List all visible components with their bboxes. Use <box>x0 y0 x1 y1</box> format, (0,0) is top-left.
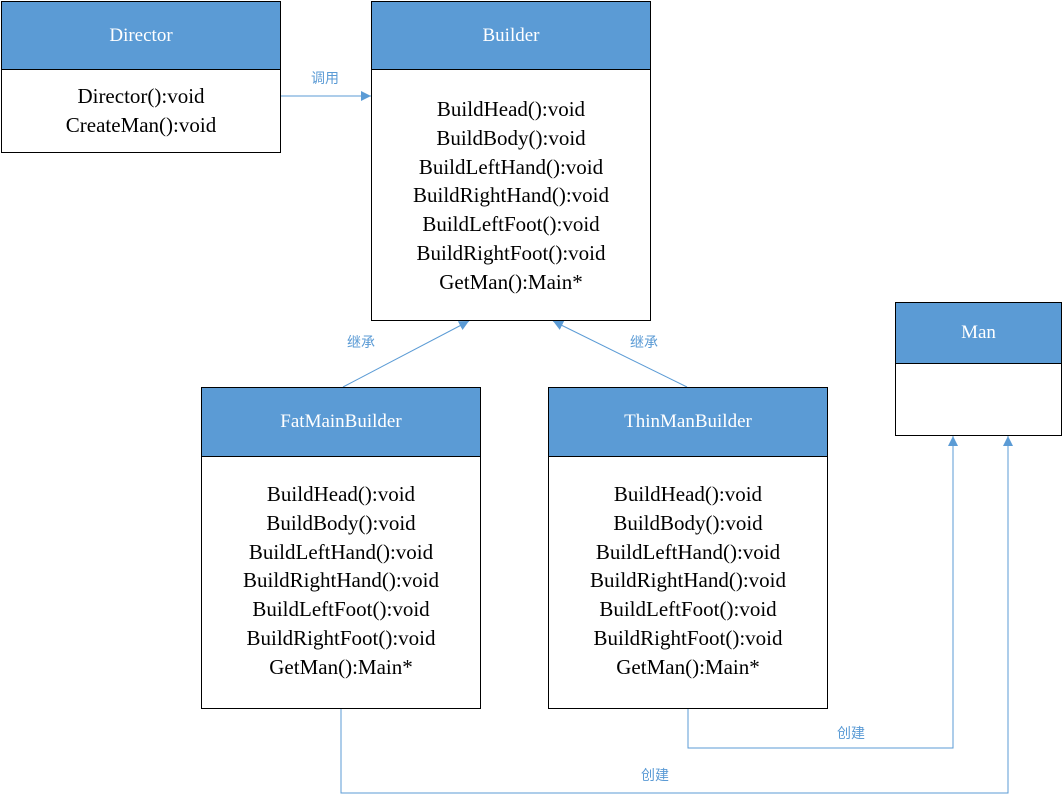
method-item: CreateMan():void <box>65 112 217 137</box>
label-inherit-fat: 继承 <box>347 335 375 351</box>
method-item: Director():void <box>77 84 205 108</box>
method-item: BuildBody():void <box>436 125 586 150</box>
method-item: BuildBody():void <box>613 510 763 535</box>
method-item: GetMan():Main* <box>269 654 413 679</box>
method-item: BuildRightFoot():void <box>416 240 606 265</box>
method-item: GetMan():Main* <box>439 269 583 294</box>
class-man: Man <box>895 302 1062 436</box>
class-fat-main-builder-name: FatMainBuilder <box>202 388 480 457</box>
method-item: BuildBody():void <box>266 510 416 535</box>
method-item: GetMan():Main* <box>616 654 760 679</box>
method-item: BuildHead():void <box>436 97 586 121</box>
method-item: BuildRightHand():void <box>243 568 439 593</box>
class-man-name: Man <box>896 303 1061 364</box>
method-item: BuildLeftFoot():void <box>599 597 777 622</box>
class-director-name: Director <box>2 2 280 70</box>
method-item: BuildRightFoot():void <box>246 625 436 650</box>
method-item: BuildLeftHand():void <box>418 154 604 179</box>
label-create-fat: 创建 <box>641 768 669 784</box>
method-item: BuildLeftHand():void <box>248 539 434 564</box>
method-item: BuildRightHand():void <box>590 568 786 593</box>
method-item: BuildHead():void <box>613 482 763 506</box>
label-inherit-thin: 继承 <box>630 335 658 351</box>
label-create-thin: 创建 <box>837 726 865 742</box>
method-item: BuildLeftHand():void <box>595 539 781 564</box>
class-builder-name: Builder <box>372 2 650 70</box>
method-item: BuildHead():void <box>266 482 416 506</box>
inherit-arrow-thin <box>552 320 688 388</box>
method-item: BuildRightFoot():void <box>593 625 783 650</box>
label-calls: 调用 <box>311 71 339 87</box>
method-item: BuildLeftFoot():void <box>252 597 430 622</box>
method-item: BuildLeftFoot():void <box>422 212 600 237</box>
create-arrow-thin <box>687 436 958 749</box>
inherit-arrow-fat <box>342 320 470 388</box>
create-arrow-fat <box>340 436 1013 794</box>
method-item: BuildRightHand():void <box>413 183 609 208</box>
class-thin-man-builder-name: ThinManBuilder <box>549 388 827 457</box>
